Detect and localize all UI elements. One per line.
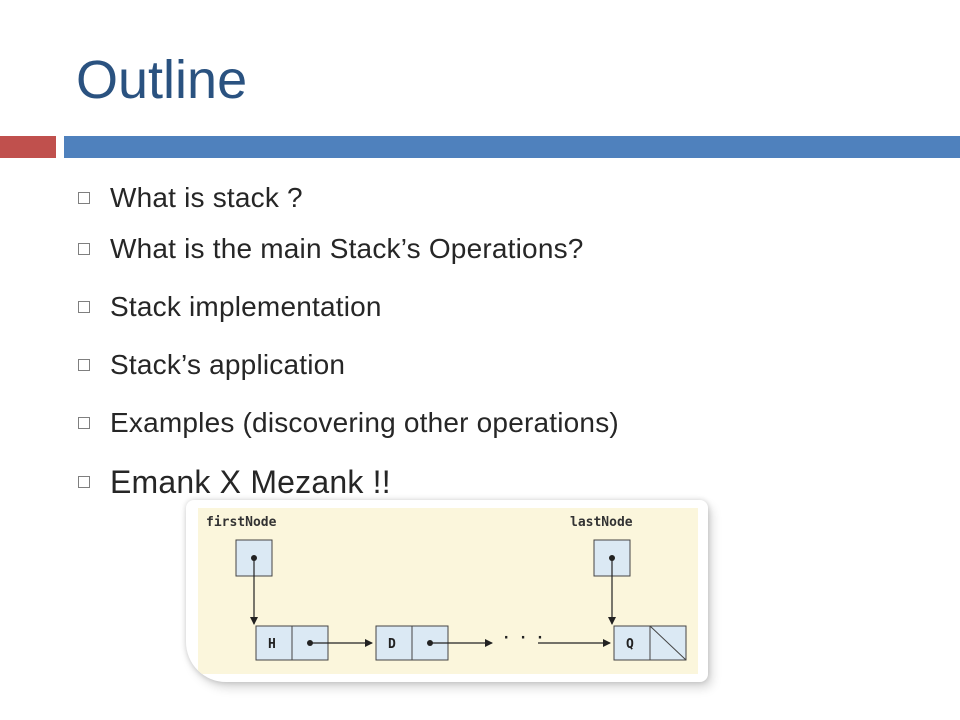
node-label: D [388,637,396,652]
square-bullet-icon [78,301,90,313]
node-h-data-cell [255,625,293,661]
bullet-list: What is stack ? What is the main Stack’s… [76,178,619,514]
bullet-item: What is stack ? [76,178,619,218]
bullet-text: Examples (discovering other operations) [110,407,619,438]
ellipsis-text: · · · [502,630,544,646]
square-bullet-icon [78,476,90,488]
null-slash [649,625,687,661]
bullet-item: Examples (discovering other operations) [76,396,619,450]
node-q-data-cell [613,625,651,661]
first-node-label: firstNode [206,515,277,530]
bullet-text: Emank X Mezank !! [110,463,391,500]
bullet-item: Stack implementation [76,280,619,334]
linked-list-figure: firstNode lastNode H D · · · Q [186,500,708,682]
square-bullet-icon [78,417,90,429]
square-bullet-icon [78,243,90,255]
title-rule-red [0,136,56,158]
slide-title: Outline [76,50,248,110]
bullet-text: Stack implementation [110,291,382,322]
last-node-label: lastNode [570,515,633,530]
linked-list-diagram: firstNode lastNode H D · · · Q [198,508,698,674]
bullet-item: Stack’s application [76,338,619,392]
bullet-item: Emank X Mezank !! [76,454,619,510]
bullet-text: What is the main Stack’s Operations? [110,233,584,264]
node-label: H [268,637,276,652]
title-rule-blue [64,136,960,158]
bullet-text: Stack’s application [110,349,346,380]
square-bullet-icon [78,359,90,371]
node-label: Q [626,637,634,652]
bullet-text: What is stack ? [110,182,303,213]
bullet-item: What is the main Stack’s Operations? [76,222,619,276]
square-bullet-icon [78,192,90,204]
